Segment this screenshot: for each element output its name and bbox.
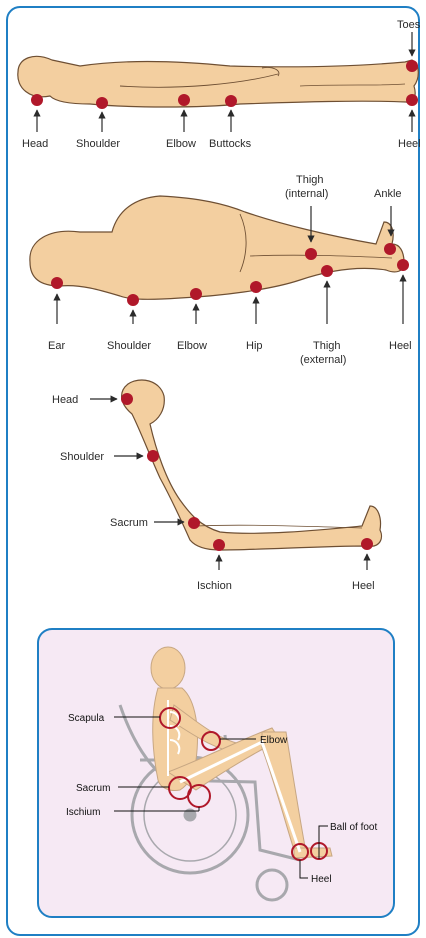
side-elbow-point [190,288,202,300]
wheelchair-elbow-label: Elbow [260,735,288,746]
supine-head-point [31,94,43,106]
supine-shoulder-point [96,97,108,109]
side-ear-point [51,277,63,289]
supine-elbow-point [178,94,190,106]
sitting-sacrum-point [188,517,200,529]
side-ankle-point [384,243,396,255]
supine-buttocks-label: Buttocks [209,138,252,150]
side-ankle-label: Ankle [374,188,402,200]
sitting-head-point [121,393,133,405]
supine-buttocks-point [225,95,237,107]
side-thigh-external-label-1: Thigh [313,340,341,352]
side-shoulder-label: Shoulder [107,340,151,352]
sitting-ischion-label: Ischion [197,580,232,592]
sitting-figure [122,380,382,550]
supine-head-label: Head [22,138,48,150]
wheelchair-ischium-label: Ischium [66,807,100,818]
sitting-sacrum-label: Sacrum [110,517,148,529]
supine-elbow-label: Elbow [166,138,196,150]
wheelchair-heel-label: Heel [311,874,332,885]
supine-toes-label: Toes [397,19,421,31]
wheelchair-ball-of-foot-label: Ball of foot [330,822,377,833]
sitting-heel-label: Heel [352,580,375,592]
sitting-head-label: Head [52,394,78,406]
side-thigh-external-label-2: (external) [300,354,346,366]
sitting-shoulder-label: Shoulder [60,451,104,463]
sitting-shoulder-point [147,450,159,462]
wheelchair-sacrum-label: Sacrum [76,783,110,794]
sitting-ischion-point [213,539,225,551]
supine-heel-point [406,94,418,106]
supine-toes-point [406,60,418,72]
supine-figure [18,56,418,107]
side-thigh-internal-point [305,248,317,260]
wheelchair-scapula-label: Scapula [68,713,105,724]
sitting-heel-point [361,538,373,550]
supine-heel-label: Heel [398,138,421,150]
side-thigh-internal-label-2: (internal) [285,188,328,200]
side-hip-point [250,281,262,293]
side-thigh-external-point [321,265,333,277]
side-elbow-label: Elbow [177,340,207,352]
side-ear-label: Ear [48,340,65,352]
side-thigh-internal-label-1: Thigh [296,174,324,186]
supine-shoulder-label: Shoulder [76,138,120,150]
side-hip-label: Hip [246,340,263,352]
side-heel-label: Heel [389,340,412,352]
side-shoulder-point [127,294,139,306]
side-lying-figure [30,196,404,299]
wheelchair-person-head [151,647,185,689]
side-heel-point [397,259,409,271]
